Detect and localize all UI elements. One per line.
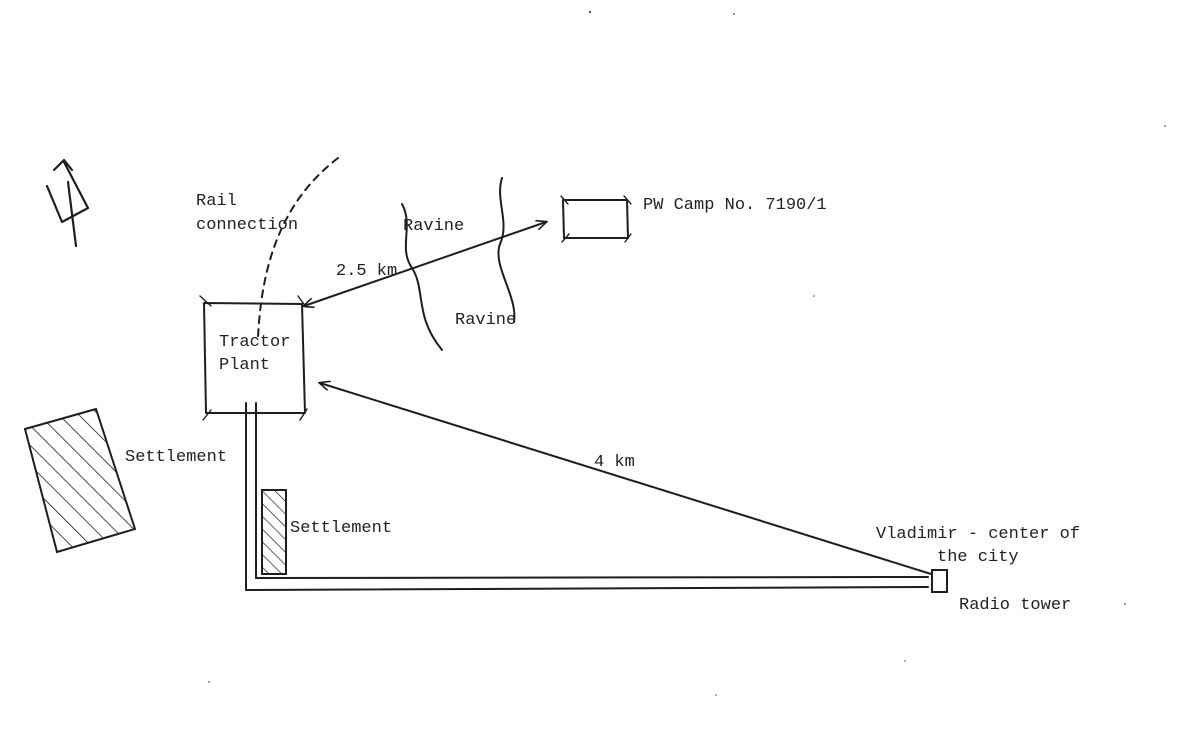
rail-connection-line xyxy=(257,157,339,339)
city-label-line2: the city xyxy=(937,548,1019,567)
distance-arrow-camp xyxy=(304,222,546,306)
distance-arrow-city xyxy=(320,383,932,575)
tractor-plant-label-line2: Plant xyxy=(219,356,270,375)
ravine-lower-label: Ravine xyxy=(455,311,516,330)
ravine-east-line xyxy=(497,177,516,323)
radio-tower-marker xyxy=(931,569,948,593)
ravine-upper-label: Ravine xyxy=(403,217,464,236)
pw-camp-building xyxy=(560,195,632,243)
settlement-west-area xyxy=(23,407,137,554)
distance-city-label: 4 km xyxy=(594,453,635,472)
north-arrow-icon xyxy=(45,158,90,248)
pw-camp-label: PW Camp No. 7190/1 xyxy=(643,196,827,215)
settlement-south-area xyxy=(261,489,287,575)
rail-connection-label-line1: Rail xyxy=(196,192,237,211)
road xyxy=(245,402,929,591)
rail-connection-label-line2: connection xyxy=(196,216,298,235)
settlement-west-label: Settlement xyxy=(125,448,227,467)
radio-tower-label: Radio tower xyxy=(959,596,1071,615)
settlement-south-label: Settlement xyxy=(290,519,392,538)
paper-specks xyxy=(208,10,1166,696)
distance-camp-label: 2.5 km xyxy=(336,262,397,281)
city-label-line1: Vladimir - center of xyxy=(876,525,1080,544)
tractor-plant-label-line1: Tractor xyxy=(219,333,290,352)
